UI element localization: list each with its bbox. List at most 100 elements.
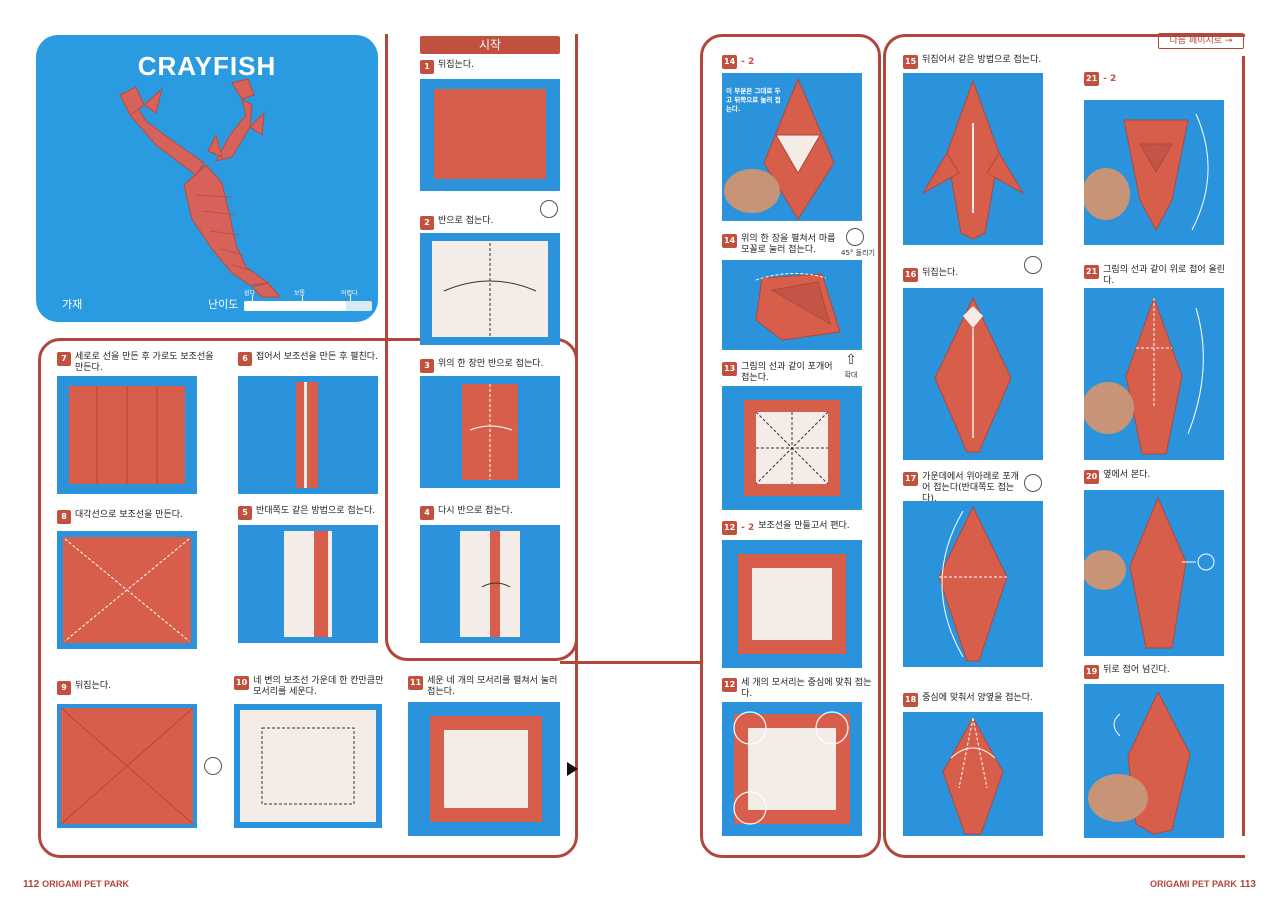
step-text: 세운 네 개의 모서리를 펼쳐서 눌러 접는다. xyxy=(427,676,558,697)
step-16-photo xyxy=(903,288,1043,460)
step-number: 15 xyxy=(903,55,919,69)
rotate-icon xyxy=(540,200,558,218)
route-line-right-edge xyxy=(1242,56,1245,836)
step-4-photo xyxy=(420,525,560,643)
difficulty-bar xyxy=(244,301,372,311)
hero-card: CRAYFISH 가재 난이도 쉽다 보통 어렵다 xyxy=(36,35,378,322)
step-15-photo xyxy=(903,73,1043,245)
step-number: 21 xyxy=(1084,72,1100,86)
highlight-circles xyxy=(733,711,849,825)
step-7-photo xyxy=(57,376,197,494)
step-number: 8 xyxy=(57,510,71,524)
step-number: 13 xyxy=(722,362,738,376)
model-title: CRAYFISH xyxy=(137,51,277,81)
rotate-note: 45° 돌리기 xyxy=(841,249,875,257)
step-number: 12 xyxy=(722,521,738,535)
fold-guide-lines xyxy=(443,243,537,337)
fold-guide-lines xyxy=(261,727,355,805)
flip-icon xyxy=(1024,474,1042,492)
step-10-photo xyxy=(234,704,382,828)
step-number: 1 xyxy=(420,60,434,74)
material-label: 가재 xyxy=(62,298,83,311)
step-19-photo xyxy=(1084,684,1224,838)
step-number: 12 xyxy=(722,678,738,692)
step-number: 3 xyxy=(420,359,434,373)
folded-model xyxy=(724,77,835,220)
step-14-2-photo: 이 부분은 그대로 두고 뒤쪽으로 눌러 접는다. xyxy=(722,73,862,221)
crease-lines xyxy=(96,386,158,484)
level-normal: 보통 xyxy=(294,290,306,297)
level-hard: 어렵다 xyxy=(341,290,358,297)
step-11-photo xyxy=(408,702,560,836)
step-1: 1 뒤집는다. xyxy=(420,60,570,74)
step-21-photo xyxy=(1084,288,1224,460)
step-text: 반대쪽도 같은 방법으로 접는다. xyxy=(256,506,376,516)
next-page-link[interactable]: 다음 페이지로 → xyxy=(1158,33,1244,49)
step-8: 8 대각선으로 보조선을 만든다. xyxy=(57,510,217,524)
step-text: 반으로 접는다. xyxy=(438,216,494,226)
step-14-2: 14- 2 xyxy=(722,55,782,69)
footer-right-title: ORIGAMI PET PARK xyxy=(1150,879,1237,889)
step-sub-number: - 2 xyxy=(741,523,755,533)
folded-model xyxy=(942,716,1004,835)
step-text: 대각선으로 보조선을 만든다. xyxy=(75,510,183,520)
fold-guide-lines xyxy=(469,384,513,480)
enlarge-note: 확대 xyxy=(844,371,858,379)
step-text: 뒤집는다. xyxy=(438,60,474,70)
step-text: 그림의 선과 같이 포개어 접는다. xyxy=(741,362,833,383)
fold-guide-lines xyxy=(755,411,829,485)
step-text: 다시 반으로 접는다. xyxy=(438,506,513,516)
step-12-photo xyxy=(722,702,862,836)
folded-model xyxy=(934,296,1012,453)
step-21-2-photo xyxy=(1084,100,1224,245)
step-text: 뒤집어서 같은 방법으로 접는다. xyxy=(922,55,1042,65)
step-number: 20 xyxy=(1084,470,1100,484)
flip-icon xyxy=(204,757,222,775)
step-9-photo xyxy=(57,704,197,828)
folded-model xyxy=(921,79,1025,240)
step-number: 19 xyxy=(1084,665,1100,679)
folded-model xyxy=(755,272,841,341)
step-20-photo xyxy=(1084,490,1224,656)
level-easy: 쉽다 xyxy=(244,290,256,297)
difficulty-label: 난이도 xyxy=(208,298,239,311)
folded-model xyxy=(938,505,1008,662)
route-connector xyxy=(560,661,703,664)
step-text: 중심에 맞춰서 양옆을 접는다. xyxy=(922,693,1033,703)
step-text: 옆에서 본다. xyxy=(1103,470,1151,480)
step-14-2-note: 이 부분은 그대로 두고 뒤쪽으로 눌러 접는다. xyxy=(726,87,781,113)
start-label: 시작 xyxy=(420,36,560,54)
step-number: 7 xyxy=(57,352,71,366)
step-1-photo xyxy=(420,79,560,191)
folded-model xyxy=(1084,113,1209,232)
page-number-right: 113 xyxy=(1239,879,1256,890)
step-number: 21 xyxy=(1084,265,1100,279)
step-5: 5 반대쪽도 같은 방법으로 접는다. xyxy=(238,506,398,520)
step-number: 11 xyxy=(408,676,424,690)
step-13-photo xyxy=(722,386,862,510)
step-text: 그림의 선과 같이 위로 접어 올린다. xyxy=(1103,265,1226,286)
difficulty-fill xyxy=(244,301,347,311)
page-number-left: 112 xyxy=(23,879,40,890)
step-number: 5 xyxy=(238,506,252,520)
step-number: 16 xyxy=(903,268,919,282)
next-step-arrow-icon xyxy=(567,762,578,776)
step-sub-number: - 2 xyxy=(1103,74,1117,84)
flip-icon xyxy=(1024,256,1042,274)
step-5-photo xyxy=(238,525,378,643)
enlarge-arrow-icon: ⇧ xyxy=(845,352,857,368)
